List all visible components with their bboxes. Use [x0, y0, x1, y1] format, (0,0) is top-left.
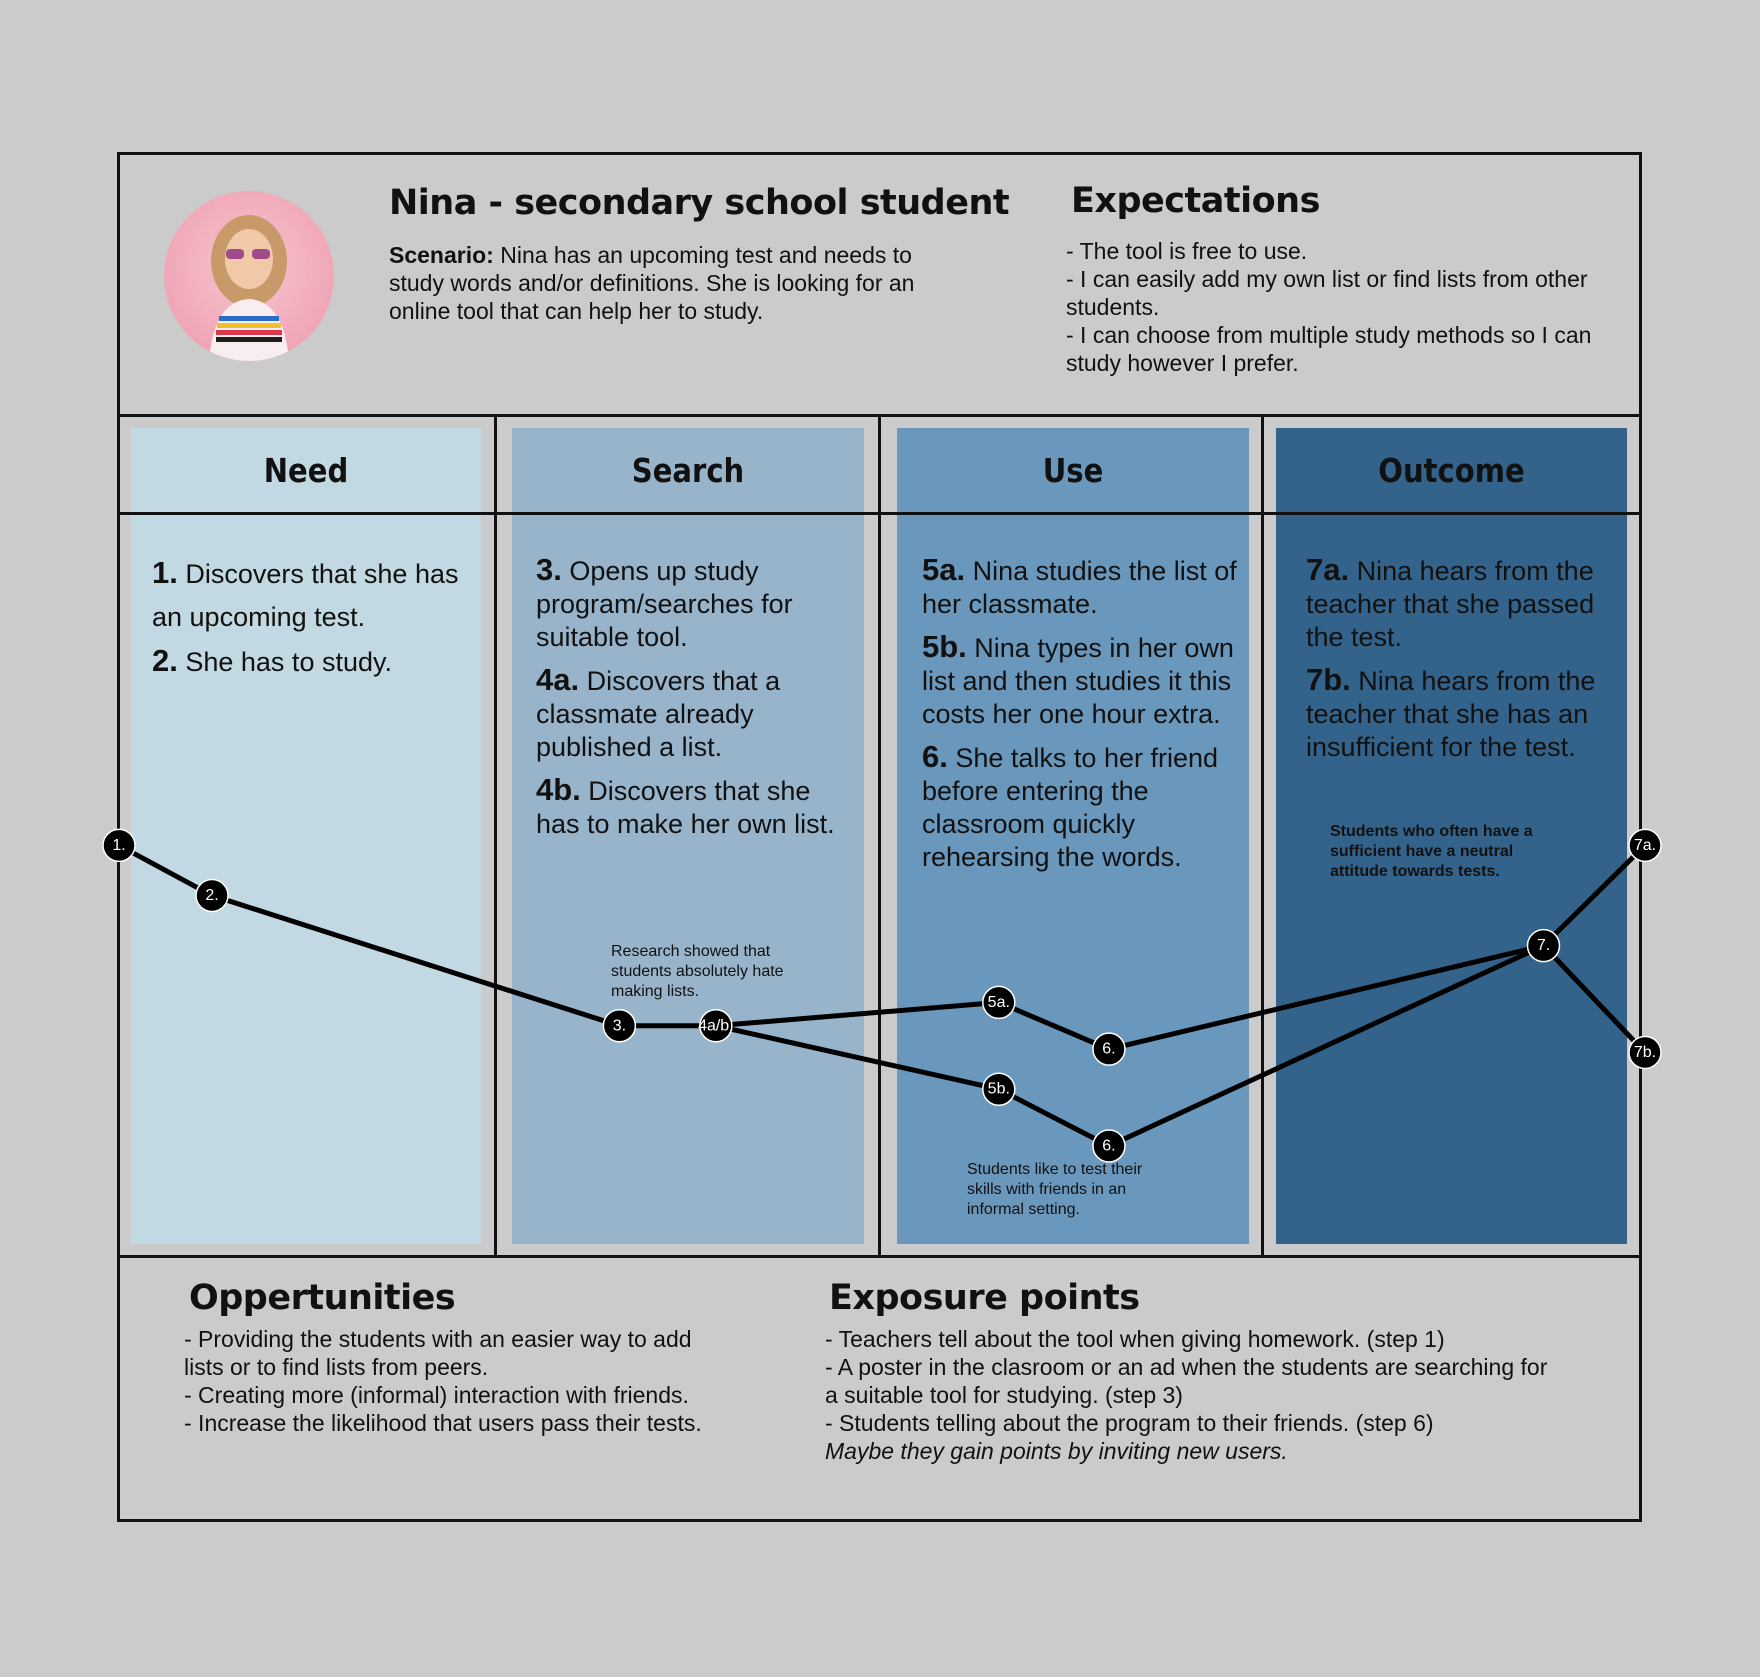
expectation-item: - I can easily add my own list or find l… [1066, 266, 1588, 320]
outcome-steps: 7a. Nina hears from the teacher that she… [1306, 553, 1626, 773]
journey-link [1107, 943, 1545, 1149]
step-item: 5a. Nina studies the list of her classma… [922, 552, 1237, 619]
journey-node: 5b. [982, 1072, 1016, 1106]
expectations-title: Expectations [1071, 181, 1320, 221]
journey-link [1541, 843, 1647, 948]
opportunity-item: - Providing the students with an easier … [184, 1326, 692, 1380]
journey-node-marker [602, 1009, 637, 1043]
step-item: 4a. Discovers that a classmate already p… [536, 662, 781, 762]
journey-link [117, 843, 214, 898]
journey-node: 4a/b. [698, 1009, 734, 1043]
journey-node-label: 5a. [988, 994, 1010, 1011]
journey-node-marker [1092, 1129, 1126, 1163]
expectations-list: - The tool is free to use. - I can easil… [1066, 237, 1596, 377]
step-item: 7a. Nina hears from the teacher that she… [1306, 552, 1595, 652]
journey-node-label: 6. [1102, 1138, 1115, 1155]
expectation-item: - I can choose from multiple study metho… [1066, 322, 1592, 376]
journey-node: 6. [1092, 1032, 1126, 1066]
journey-node: 7b. [1628, 1035, 1662, 1070]
note-outcome-attitude: Students who often have a sufficient hav… [1330, 823, 1533, 880]
journey-node-label: 4a/b. [698, 1017, 734, 1034]
journey-node-marker [982, 1072, 1016, 1106]
journey-node-marker [1628, 1035, 1662, 1070]
journey-node-label: 5b. [988, 1081, 1010, 1098]
journey-node: 1. [102, 828, 136, 863]
scenario-label: Scenario: [389, 242, 494, 268]
journey-node-marker [1628, 828, 1662, 863]
journey-node-marker [982, 985, 1016, 1020]
opportunity-item: - Creating more (informal) interaction w… [184, 1382, 689, 1408]
column-title-use: Use [1042, 450, 1104, 490]
exposure-title: Exposure points [829, 1278, 1140, 1318]
note-search-research: Research showed that students absolutely… [611, 943, 784, 1000]
opportunities-title: Oppertunities [189, 1278, 456, 1318]
exposure-item: - Students telling about the program to … [825, 1410, 1434, 1436]
journey-node: 3. [602, 1009, 637, 1043]
exposure-item: - Teachers tell about the tool when givi… [825, 1326, 1445, 1352]
journey-node-label: 3. [613, 1017, 626, 1034]
step-item: 1. Discovers that she has an upcoming te… [152, 555, 459, 632]
journey-node-marker [699, 1009, 733, 1043]
opportunity-item: - Increase the likelihood that users pas… [184, 1410, 702, 1436]
journey-node: 5a. [982, 985, 1016, 1020]
step-item: 5b. Nina types in her own list and then … [922, 629, 1234, 729]
journey-link [997, 1000, 1110, 1052]
step-item: 6. She talks to her friend before enteri… [922, 739, 1219, 872]
divider-col-3 [1261, 414, 1264, 1257]
journey-node-label: 6. [1102, 1041, 1115, 1058]
divider-col-2 [878, 414, 881, 1257]
journey-node: 2. [195, 878, 229, 913]
persona-avatar [164, 191, 334, 361]
journey-node: 6. [1092, 1129, 1126, 1163]
use-steps: 5a. Nina studies the list of her classma… [922, 553, 1244, 883]
journey-node-marker [1526, 928, 1561, 963]
journey-node-label: 1. [112, 837, 125, 854]
journey-node-marker [1092, 1032, 1126, 1066]
persona-title: Nina - secondary school student [389, 183, 1010, 223]
journey-node-marker [195, 878, 229, 913]
scenario-text: Nina has an upcoming test and needs to s… [389, 242, 915, 324]
divider-col-1 [494, 414, 497, 1257]
journey-link [715, 999, 1000, 1029]
column-title-need: Need [263, 450, 349, 490]
column-title-search: Search [631, 450, 745, 490]
journey-node: 7a. [1628, 828, 1662, 863]
column-outcome-bg [1276, 428, 1627, 1244]
step-item: 4b. Discovers that she has to make her o… [536, 772, 835, 839]
journey-link [997, 1086, 1111, 1149]
expectation-item: - The tool is free to use. [1066, 238, 1308, 264]
opportunities-list: - Providing the students with an easier … [184, 1325, 704, 1437]
exposure-item: - A poster in the clasroom or an ad when… [825, 1354, 1548, 1408]
journey-link [211, 893, 621, 1029]
column-title-outcome: Outcome [1378, 450, 1525, 490]
journey-node-label: 7a. [1634, 837, 1656, 854]
exposure-list: - Teachers tell about the tool when givi… [825, 1325, 1565, 1465]
search-steps: 3. Opens up study program/searches for s… [536, 553, 856, 850]
step-item: 7b. Nina hears from the teacher that she… [1306, 662, 1596, 762]
journey-node-label: 2. [205, 887, 218, 904]
journey-node: 7. [1526, 928, 1561, 963]
persona-scenario: Scenario: Nina has an upcoming test and … [389, 241, 959, 325]
need-steps: 1. Discovers that she has an upcoming te… [152, 551, 470, 693]
exposure-note: Maybe they gain points by inviting new u… [825, 1438, 1288, 1464]
journey-link [1541, 943, 1647, 1055]
journey-node-marker [102, 828, 136, 863]
journey-node-label: 7b. [1634, 1044, 1656, 1061]
step-item: 2. She has to study. [152, 643, 392, 678]
journey-node-label: 7. [1537, 937, 1550, 954]
column-need-bg [131, 428, 481, 1244]
step-item: 3. Opens up study program/searches for s… [536, 552, 793, 652]
note-use-friends: Students like to test their skills with … [967, 1161, 1143, 1218]
column-search-bg [512, 428, 864, 1244]
journey-link [1108, 943, 1545, 1052]
journey-link [715, 1023, 1000, 1092]
